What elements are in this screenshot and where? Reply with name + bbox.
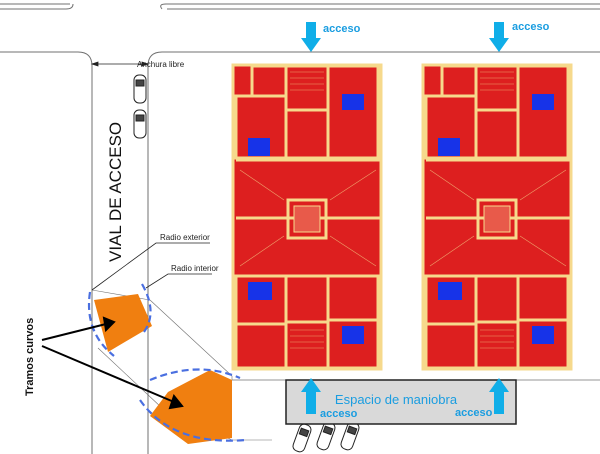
access-label-top-right: acceso	[512, 21, 550, 33]
curve-pointers	[41, 316, 184, 410]
access-arrow-bottom-right	[489, 378, 509, 414]
access-label-top-left: acceso	[323, 23, 361, 35]
free-width-label: Anchura libre	[137, 60, 185, 69]
curved-sections-label: Tramos curvos	[24, 318, 36, 396]
building-left	[231, 63, 383, 371]
parked-cars-top	[133, 74, 147, 139]
access-road-label: VIAL DE ACCESO	[106, 122, 125, 262]
access-arrow-top-right	[489, 22, 509, 52]
access-label-bottom-left: acceso	[320, 408, 358, 420]
curved-section-upper	[94, 294, 152, 352]
curved-section-lower	[150, 370, 232, 444]
windows-left	[248, 94, 364, 344]
building-right	[421, 63, 573, 371]
access-label-bottom-right: acceso	[455, 407, 493, 419]
maneuver-space-label: Espacio de maniobra	[335, 392, 458, 407]
access-arrow-bottom-left	[301, 378, 321, 414]
parked-cars-bottom	[292, 421, 360, 453]
windows-right	[438, 94, 554, 344]
inner-radius-label: Radio interior	[171, 264, 219, 273]
free-width-dimension	[90, 61, 150, 67]
access-arrow-top-left	[301, 22, 321, 52]
outer-radius-label: Radio exterior	[160, 233, 210, 242]
maneuver-space: Espacio de maniobra	[285, 379, 517, 425]
radius-leaders	[91, 242, 212, 291]
